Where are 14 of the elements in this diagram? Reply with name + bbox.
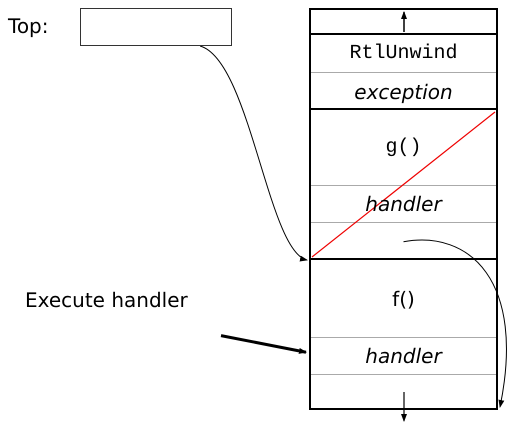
arrow xyxy=(200,46,308,261)
frame-label: handler xyxy=(365,344,442,368)
pointer-label: Top: xyxy=(8,14,48,38)
arrow xyxy=(220,334,307,354)
function-name: RtlUnwind xyxy=(349,42,458,65)
function-name: g() xyxy=(385,136,422,159)
stack-slot xyxy=(309,8,498,35)
pointer-box xyxy=(80,8,232,46)
function-name: f() xyxy=(392,286,415,310)
stack-frame xyxy=(309,258,498,410)
frame-label: exception xyxy=(354,80,453,104)
annotation-text: Execute handler xyxy=(25,288,225,316)
arrow xyxy=(403,240,507,408)
stack-frame xyxy=(309,33,498,110)
